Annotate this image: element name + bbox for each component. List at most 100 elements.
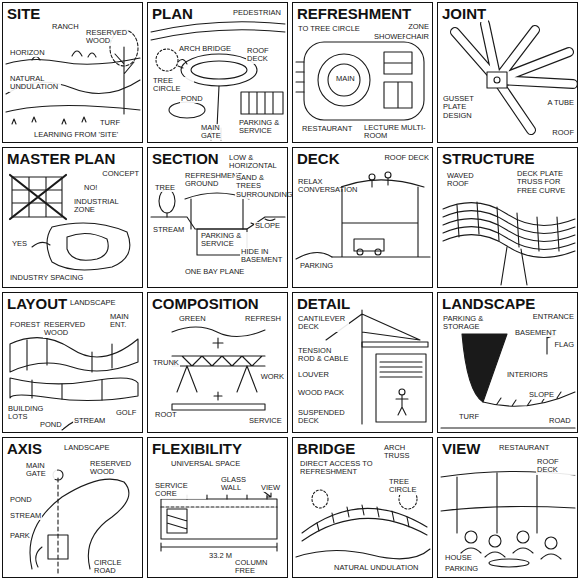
annotation: RELAX CONVERSATION (297, 178, 341, 195)
sketch-panel: COMPOSITIONGREENREFRESHTRUNKWORKROOTSERV… (147, 292, 288, 433)
annotation: CONCEPT (101, 170, 140, 178)
sketch-stroke (36, 547, 42, 567)
annotation: GLASS WALL (220, 476, 262, 493)
annotation: LOW & HORIZONTAL (228, 154, 286, 171)
annotation: SAND & TREES SURROUNDING (235, 174, 285, 199)
annotation: PARKING & STORAGE (442, 315, 504, 332)
sketch-panel: SITERANCHRESERVED WOODHORIZONNATURAL UND… (2, 2, 143, 143)
annotation: PARKING & SERVICE (200, 232, 248, 249)
annotation: STREAM (73, 417, 106, 425)
composition-sketch (172, 327, 265, 410)
sketch-panel: PLANPEDESTRIANARCH BRIDGEROOF DECKTREE C… (147, 2, 288, 143)
annotation: TREE CIRCLE (388, 478, 430, 495)
annotation: NATURAL UNDULATION (9, 75, 61, 92)
sketch-stroke (489, 535, 501, 547)
annotation: HOUSE (444, 554, 473, 562)
sketch-stroke (167, 509, 187, 533)
annotation: RESTAURANT (301, 125, 353, 133)
annotation: ONE BAY PLANE (184, 268, 245, 276)
panel-title: LANDSCAPE (440, 294, 537, 312)
sketch-stroke (47, 223, 130, 270)
panel-title: FLEXIBILITY (150, 439, 244, 457)
sketch-stroke (328, 64, 360, 96)
sketch-stroke (465, 531, 477, 543)
sketch-stroke (362, 342, 428, 347)
annotation: SLOPE (254, 222, 281, 230)
annotation: RESERVED WOOD (85, 29, 127, 46)
refreshment-sketch (296, 42, 424, 120)
sketch-stroke (441, 507, 575, 511)
panel-title: COMPOSITION (150, 294, 261, 312)
annotation: GUSSET PLATE DESIGN (442, 95, 490, 120)
sketch-stroke (376, 354, 426, 422)
sketch-stroke (483, 392, 575, 406)
annotation: ROAD (548, 417, 572, 425)
sketch-stroke (545, 537, 557, 549)
panel-title: MASTER PLAN (5, 149, 117, 167)
sketch-panel: STRUCTUREWAVED ROOFDECK PLATE TRUSS FOR … (437, 147, 578, 288)
annotation: GREEN (178, 315, 207, 323)
annotation: PARKING (299, 262, 334, 270)
sketch-stroke (10, 175, 66, 219)
sketch-stroke (27, 338, 112, 400)
sketch-stroke (384, 52, 412, 108)
annotation: NATURAL UNDULATION (333, 564, 419, 572)
annotation: TREE CIRCLE (152, 77, 194, 94)
sketch-stroke (151, 22, 285, 40)
sketch-stroke (369, 174, 375, 180)
annotation: BUILDING LOTS (7, 405, 49, 422)
master-plan-sketch (10, 175, 130, 270)
panel-title: LAYOUT (5, 294, 69, 312)
annotation: TREE (154, 184, 176, 192)
sketch-stroke (115, 47, 134, 114)
sketch-stroke (172, 327, 265, 337)
sketch-stroke (10, 338, 138, 372)
sketch-stroke (441, 471, 575, 533)
sketch-stroke (296, 549, 430, 559)
annotation: CANTILEVER DECK (297, 315, 349, 332)
annotation: YES (11, 240, 28, 248)
annotation: ROOT (154, 411, 178, 419)
sketch-stroke (172, 356, 265, 366)
annotation: LECTURE MULTI-ROOM (363, 124, 431, 141)
sketch-stroke (396, 395, 408, 415)
sketch-stroke (385, 172, 391, 178)
panel-title: DETAIL (295, 294, 352, 312)
annotation: GOLF (115, 409, 137, 417)
annotation: SERVICE (248, 417, 283, 425)
sketch-panel: DETAILCANTILEVER DECKTENSION ROD & CABLE… (292, 292, 433, 433)
annotation: SHOWER (373, 33, 409, 41)
annotation: HORIZON (9, 49, 46, 57)
sketch-stroke (169, 102, 205, 118)
view-sketch (441, 471, 575, 567)
sketch-stroke (159, 189, 175, 213)
annotation: 33.2 M (208, 552, 233, 560)
deck-sketch (296, 172, 430, 259)
panel-title: SITE (5, 4, 42, 22)
sketch-stroke (494, 77, 500, 83)
annotation: ROOF DECK (246, 47, 287, 64)
annotation: LANDSCAPE (69, 299, 116, 307)
sketch-stroke (443, 203, 575, 258)
panel-title: PLAN (150, 4, 195, 22)
sketch-stroke (380, 362, 422, 377)
annotation: PARKING & SERVICE (238, 119, 287, 136)
annotation: SLOPE (528, 391, 555, 399)
sketch-stroke (67, 233, 108, 260)
annotation: VIEW (260, 484, 281, 492)
sketch-stroke (161, 499, 277, 539)
annotation: ROOF DECK (536, 458, 577, 475)
panel-title: REFRESHMENT (295, 4, 413, 22)
sketch-panel: LAYOUTLANDSCAPEMAIN ENT.FORESTRESERVED W… (2, 292, 143, 433)
panel-title: AXIS (5, 439, 44, 457)
section-sketch (151, 189, 285, 255)
sketch-stroke (161, 506, 277, 507)
annotation: UNIVERSAL SPACE (170, 460, 241, 468)
annotation: POND (9, 496, 33, 504)
sketch-panel: AXISLANDSCAPERESERVED WOODMAIN GATEPONDS… (2, 437, 143, 578)
sketch-panel: VIEWRESTAURANTROOF DECKHOUSEPARKING (437, 437, 578, 578)
sketch-stroke (213, 338, 223, 348)
sketch-stroke (501, 247, 527, 285)
sketch-panel: BRIDGEARCH TRUSSDIRECT ACCESS TO REFRESH… (292, 437, 433, 578)
annotation: ARCH BRIDGE (178, 45, 232, 53)
